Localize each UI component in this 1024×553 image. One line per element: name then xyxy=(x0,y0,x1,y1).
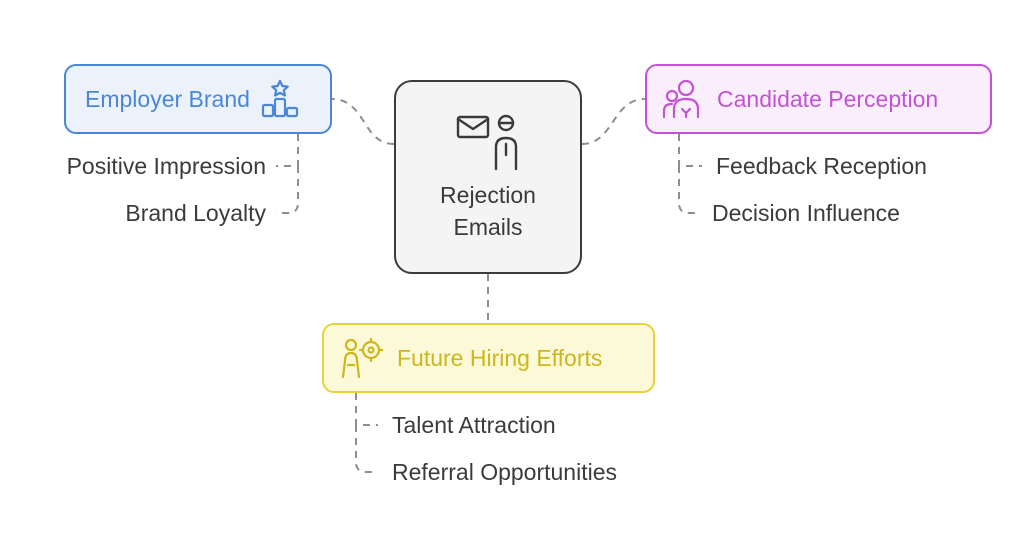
email-person-icon xyxy=(456,111,520,175)
center-node-rejection-emails: Rejection Emails xyxy=(394,80,582,274)
connector-future-leaf-1 xyxy=(355,393,378,426)
branch-node-future-hiring-efforts: Future Hiring Efforts xyxy=(322,323,655,393)
connector-employer-leaf-2 xyxy=(276,166,299,214)
connector-candidate-leaf-1 xyxy=(678,134,702,167)
connector-future-leaf-2 xyxy=(355,425,378,473)
branch-label-future-hiring-efforts: Future Hiring Efforts xyxy=(397,344,603,371)
leaf-brand-loyalty: Brand Loyalty xyxy=(125,200,266,226)
podium-star-icon xyxy=(260,79,300,119)
branch-label-employer-brand: Employer Brand xyxy=(85,85,250,112)
connector-center-employer xyxy=(331,98,395,145)
branch-label-candidate-perception: Candidate Perception xyxy=(717,85,939,112)
branch-node-candidate-perception: Candidate Perception xyxy=(645,64,992,134)
leaf-referral-opportunities: Referral Opportunities xyxy=(392,459,617,485)
people-icon xyxy=(661,79,705,119)
leaf-decision-influence: Decision Influence xyxy=(712,200,900,226)
center-node-label: Rejection Emails xyxy=(440,182,536,240)
connector-candidate-leaf-2 xyxy=(678,166,700,214)
connector-center-candidate xyxy=(581,98,646,145)
branch-node-employer-brand: Employer Brand xyxy=(64,64,332,134)
leaf-feedback-reception: Feedback Reception xyxy=(716,153,927,179)
connector-employer-leaf-1 xyxy=(276,134,299,167)
person-target-icon xyxy=(339,337,383,379)
leaf-positive-impression: Positive Impression xyxy=(66,153,266,179)
leaf-talent-attraction: Talent Attraction xyxy=(392,412,556,438)
